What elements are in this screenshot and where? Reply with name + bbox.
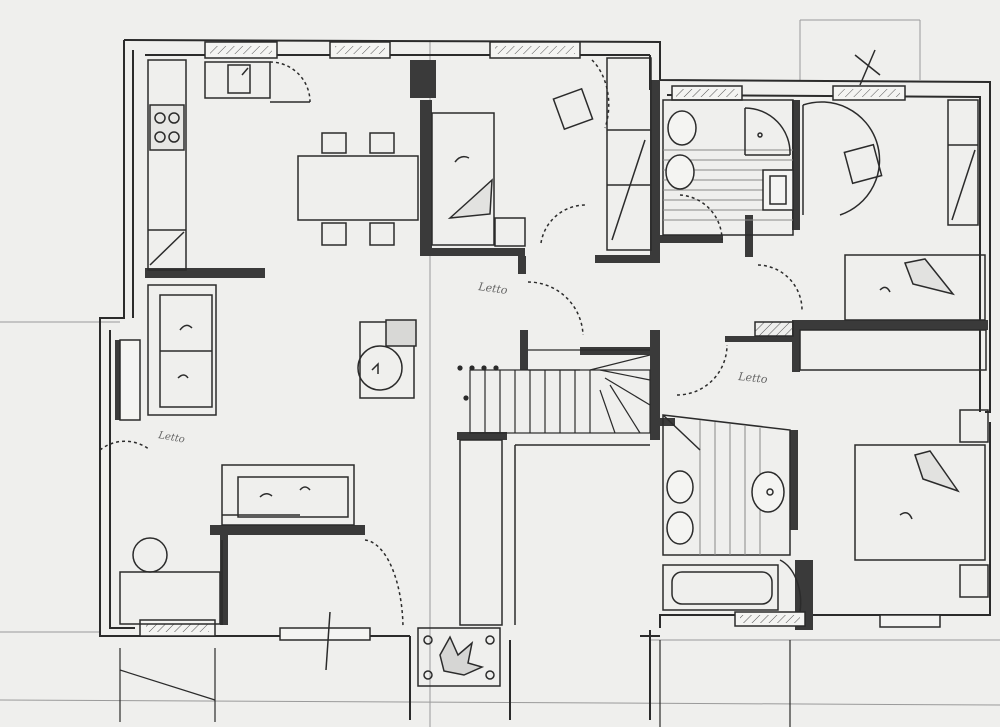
bedroom-double (854, 409, 989, 598)
dining-table (297, 132, 419, 246)
exterior-lines (119, 640, 791, 727)
annotation-letto-1: Letto (477, 280, 509, 297)
bathroom-lower (662, 414, 802, 613)
annotation-letto-2: Letto (737, 370, 769, 386)
bathroom-upper (662, 99, 794, 241)
lower-sofa (99, 440, 404, 671)
living-armchair (357, 319, 417, 399)
entrance-hall (417, 439, 650, 687)
bedroom-single (431, 57, 652, 251)
annotation-letto-3: Letto (156, 430, 185, 446)
window-glazing (146, 46, 900, 632)
kitchen (147, 59, 311, 271)
wall-solids (115, 60, 988, 630)
bedroom-right (757, 49, 986, 321)
windows (119, 41, 941, 641)
living-sofa (147, 284, 217, 416)
stairwell (457, 349, 651, 434)
hall-cabinet (527, 281, 987, 396)
